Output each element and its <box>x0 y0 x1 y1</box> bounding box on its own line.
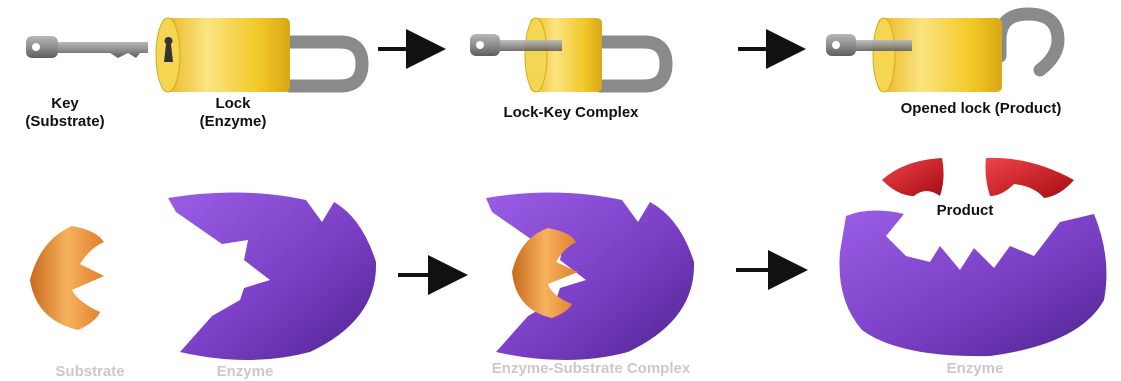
product-right-shape <box>986 158 1075 198</box>
lock-key-complex-label: Lock-Key Complex <box>448 104 694 122</box>
lock-icon <box>156 18 362 92</box>
enzyme-substrate-complex-shape <box>486 192 694 360</box>
substrate-label: Substrate <box>20 363 160 381</box>
enzyme-label: Enzyme <box>190 363 300 381</box>
enzyme-paren-text: (Enzyme) <box>178 113 288 131</box>
enzyme-final-shape <box>839 210 1106 356</box>
opened-lock-label: Opened lock (Product) <box>846 100 1116 118</box>
key-text: Key <box>10 95 120 113</box>
enzyme-substrate-complex-label: Enzyme-Substrate Complex <box>426 360 756 378</box>
enzyme-final-label: Enzyme <box>920 360 1030 378</box>
lock-label: Lock (Enzyme) <box>178 95 288 131</box>
lock-text: Lock <box>178 95 288 113</box>
enzyme-shape <box>168 192 376 360</box>
product-left-shape <box>882 158 944 196</box>
key-label: Key (Substrate) <box>10 95 120 131</box>
opened-lock-icon <box>826 14 1058 92</box>
substrate-shape <box>30 226 104 330</box>
key-icon <box>26 36 148 58</box>
substrate-paren-text: (Substrate) <box>10 113 120 131</box>
product-label: Product <box>910 202 1020 220</box>
lock-key-complex-icon <box>470 18 666 92</box>
